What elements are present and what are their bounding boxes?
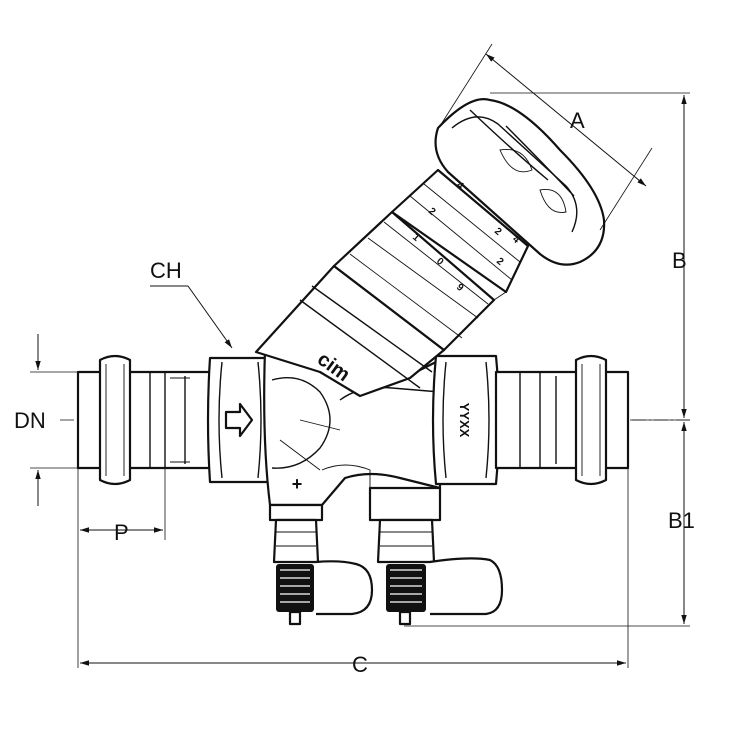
right-test-port [368, 486, 504, 626]
dimension-c: C [80, 468, 629, 677]
scale-digit: 4 [510, 234, 522, 246]
dn-label: DN [14, 408, 46, 433]
b-label: B [672, 248, 687, 273]
right-hex-nut: YYXX [431, 354, 501, 486]
scale-digits: 1 2 0 9 4 2 2 4 [410, 180, 522, 294]
dimension-b: B [490, 92, 690, 421]
side-code-text: YYXX [457, 403, 472, 438]
scale-digit: 1 [410, 232, 422, 244]
left-test-port [268, 503, 374, 626]
dimension-a: A [439, 43, 653, 231]
dimension-b1: B1 [404, 422, 695, 627]
dimension-ch: CH [150, 258, 233, 349]
dimension-p: P [77, 468, 166, 668]
scale-digit: 2 [492, 226, 504, 238]
a-label: A [570, 108, 585, 133]
p-label: P [114, 520, 129, 545]
ch-label: CH [150, 258, 182, 283]
b1-label: B1 [668, 508, 695, 533]
scale-digit: 9 [454, 282, 466, 294]
port-sign-text: + [292, 474, 303, 494]
right-pipe-end [494, 354, 630, 486]
scale-digit: 2 [426, 206, 438, 218]
dimension-dn: DN [14, 334, 80, 506]
valve-body [263, 347, 442, 507]
bonnet-assembly [254, 98, 606, 398]
scale-digit: 4 [454, 180, 466, 192]
c-label: C [352, 652, 368, 677]
scale-digit: 0 [434, 256, 446, 268]
scale-digit: 2 [494, 256, 506, 268]
left-pipe-end [76, 354, 212, 486]
flow-direction-arrow-icon [224, 402, 254, 438]
